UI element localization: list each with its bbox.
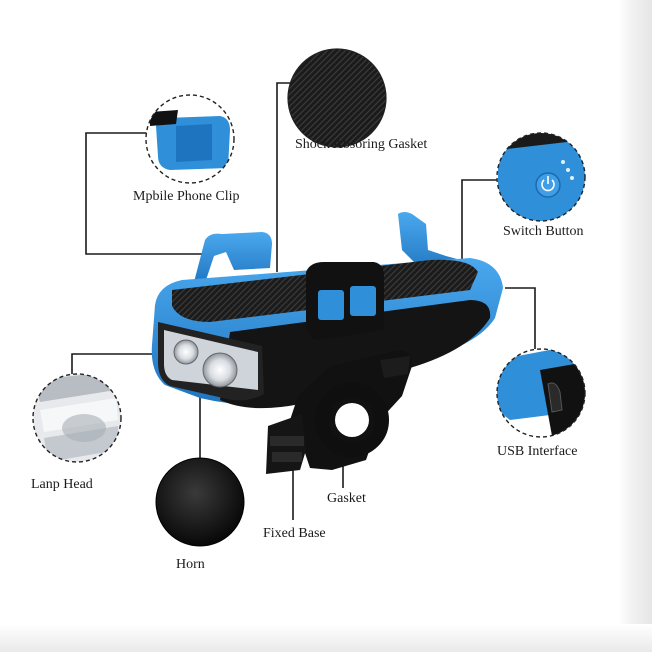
label-gasket: Gasket: [327, 491, 366, 506]
leader-lines: [71, 82, 536, 520]
label-shock-gasket: Shock Absoring Gasket: [295, 137, 428, 152]
phone-clip-left: [194, 232, 272, 286]
rear-button-1: [318, 290, 344, 320]
label-horn: Horn: [176, 557, 205, 572]
leader-lamp-head: [71, 353, 178, 374]
rear-button-2: [350, 286, 376, 316]
housing-lower-body: [220, 300, 491, 409]
detail-phone-clip: [145, 94, 235, 184]
rear-button-block: [306, 262, 384, 340]
lamp-led-left: [173, 339, 199, 365]
leader-usb-interface: [505, 287, 536, 349]
label-phone-clip: Mpbile Phone Clip: [133, 189, 240, 204]
detail-shock-gasket: [287, 48, 387, 148]
detail-horn: [155, 457, 245, 547]
lamp-led-main: [202, 352, 238, 388]
bottom-edge-shade: [0, 624, 652, 652]
power-button: [535, 172, 561, 198]
leader-shock-gasket: [276, 82, 290, 272]
leader-switch-button: [461, 179, 498, 262]
detail-usb-interface: [496, 348, 586, 438]
label-switch-button: Switch Button: [503, 224, 584, 239]
label-fixed-base: Fixed Base: [263, 526, 326, 541]
detail-lamp-head: [32, 373, 122, 463]
mount-ring: [315, 383, 389, 457]
label-lamp-head: Lanp Head: [31, 477, 93, 492]
label-usb-interface: USB Interface: [497, 444, 578, 459]
leader-phone-clip: [85, 132, 210, 255]
detail-switch-button: [496, 132, 586, 222]
bike-light-product: [151, 212, 503, 474]
right-edge-shade: [618, 0, 652, 652]
